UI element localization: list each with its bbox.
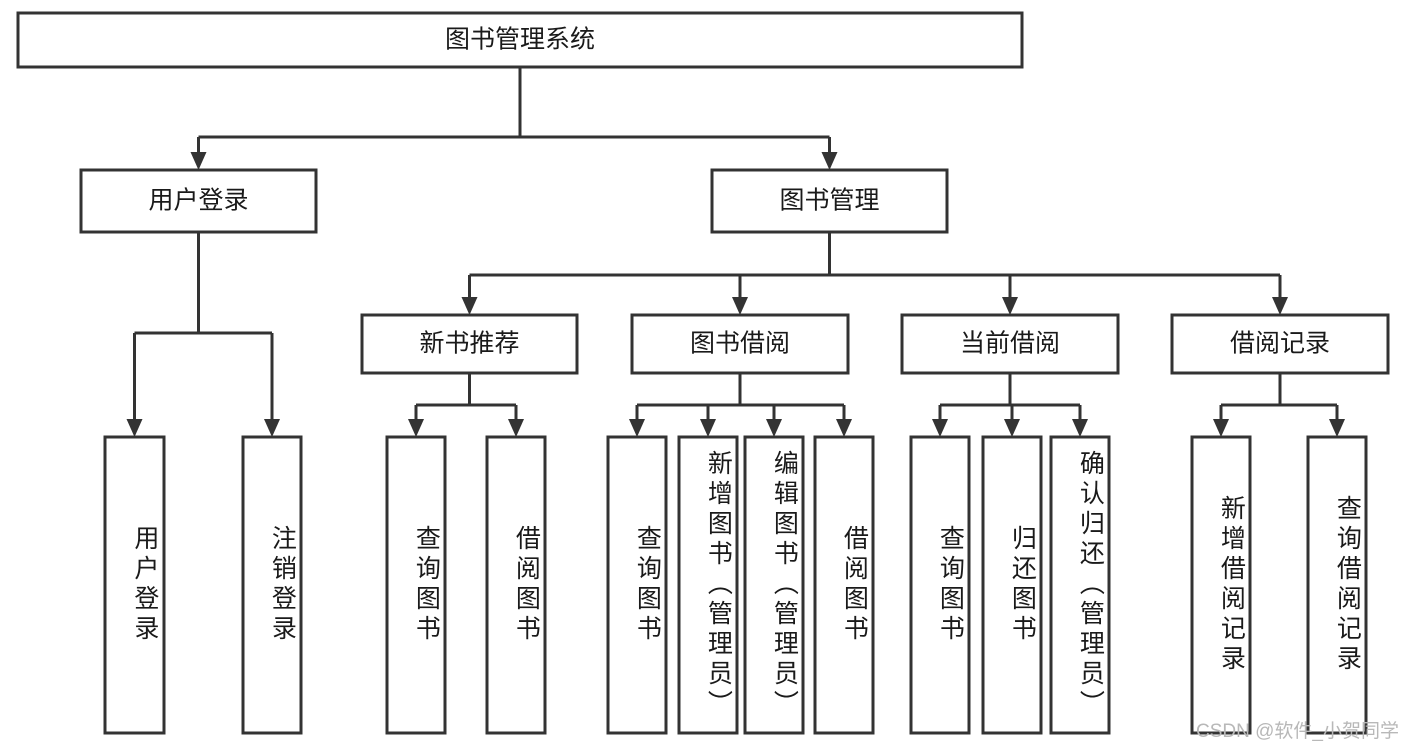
node-leaf-confirm-return-admin[interactable]: 确认归还（管理员） bbox=[1049, 435, 1111, 735]
arrow-head-icon bbox=[732, 297, 748, 315]
node-box-leaf-edit-book-admin[interactable] bbox=[743, 435, 805, 735]
node-book-borrow[interactable]: 图书借阅 bbox=[630, 313, 850, 375]
arrow-head-icon bbox=[190, 152, 207, 170]
node-leaf-add-borrow-record[interactable]: 新增借阅记录 bbox=[1190, 435, 1252, 735]
node-current-borrow[interactable]: 当前借阅 bbox=[900, 313, 1120, 375]
node-borrow-record[interactable]: 借阅记录 bbox=[1170, 313, 1390, 375]
node-leaf-logout-login[interactable]: 注销登录 bbox=[241, 435, 303, 735]
arrow-head-icon bbox=[1213, 419, 1229, 437]
node-label-leaf-logout-login: 注销登录 bbox=[268, 525, 297, 645]
node-layer: 图书管理系统用户登录图书管理新书推荐图书借阅当前借阅借阅记录用户登录注销登录查询… bbox=[16, 11, 1390, 735]
node-label-leaf-add-borrow-record: 新增借阅记录 bbox=[1217, 495, 1246, 675]
arrow-head-icon bbox=[1329, 419, 1345, 437]
node-box-leaf-add-book-admin[interactable] bbox=[677, 435, 739, 735]
node-leaf-borrow-book-1[interactable]: 借阅图书 bbox=[485, 435, 547, 735]
connector-group-user-login bbox=[126, 232, 280, 437]
node-leaf-query-book-3[interactable]: 查询图书 bbox=[909, 435, 971, 735]
node-label-new-book-recommend: 新书推荐 bbox=[419, 330, 519, 358]
node-label-leaf-add-book-admin: 新增图书（管理员） bbox=[704, 450, 733, 720]
node-leaf-return-book[interactable]: 归还图书 bbox=[981, 435, 1043, 735]
node-box-leaf-confirm-return-admin[interactable] bbox=[1049, 435, 1111, 735]
node-label-book-manage: 图书管理 bbox=[779, 187, 879, 215]
node-box-leaf-query-book-3[interactable] bbox=[909, 435, 971, 735]
node-box-leaf-query-borrow-record[interactable] bbox=[1306, 435, 1368, 735]
connector-group-book-manage bbox=[461, 232, 1288, 315]
connector-group-root bbox=[190, 67, 838, 170]
connector-layer bbox=[126, 67, 1345, 437]
node-box-leaf-logout-login[interactable] bbox=[241, 435, 303, 735]
node-new-book-recommend[interactable]: 新书推荐 bbox=[360, 313, 579, 375]
node-book-manage[interactable]: 图书管理 bbox=[710, 168, 949, 234]
node-leaf-user-login[interactable]: 用户登录 bbox=[103, 435, 166, 735]
arrow-head-icon bbox=[821, 152, 838, 170]
connector-group-current-borrow bbox=[932, 373, 1088, 437]
node-label-current-borrow: 当前借阅 bbox=[960, 330, 1060, 358]
node-box-borrow-record[interactable] bbox=[1170, 313, 1390, 375]
node-label-borrow-record: 借阅记录 bbox=[1230, 330, 1330, 358]
node-label-leaf-borrow-book-2: 借阅图书 bbox=[840, 525, 869, 645]
node-label-leaf-return-book: 归还图书 bbox=[1008, 525, 1037, 645]
node-box-leaf-user-login[interactable] bbox=[103, 435, 166, 735]
connector-group-borrow-record bbox=[1213, 373, 1345, 437]
node-box-book-manage[interactable] bbox=[710, 168, 949, 234]
node-box-new-book-recommend[interactable] bbox=[360, 313, 579, 375]
arrow-head-icon bbox=[766, 419, 782, 437]
node-leaf-query-book-2[interactable]: 查询图书 bbox=[606, 435, 668, 735]
arrow-head-icon bbox=[1002, 297, 1018, 315]
node-label-leaf-query-book-2: 查询图书 bbox=[633, 525, 662, 645]
arrow-head-icon bbox=[836, 419, 852, 437]
arrow-head-icon bbox=[629, 419, 645, 437]
node-label-leaf-query-book-3: 查询图书 bbox=[936, 525, 965, 645]
node-leaf-query-book-1[interactable]: 查询图书 bbox=[385, 435, 447, 735]
node-box-root[interactable] bbox=[16, 11, 1024, 69]
arrow-head-icon bbox=[126, 419, 143, 437]
arrow-head-icon bbox=[1004, 419, 1020, 437]
node-user-login[interactable]: 用户登录 bbox=[79, 168, 318, 234]
node-label-leaf-query-book-1: 查询图书 bbox=[412, 525, 441, 645]
node-box-book-borrow[interactable] bbox=[630, 313, 850, 375]
arrow-head-icon bbox=[461, 297, 478, 315]
node-label-root: 图书管理系统 bbox=[445, 26, 595, 54]
node-box-current-borrow[interactable] bbox=[900, 313, 1120, 375]
node-box-leaf-query-book-2[interactable] bbox=[606, 435, 668, 735]
node-label-leaf-edit-book-admin: 编辑图书（管理员） bbox=[770, 450, 799, 720]
node-label-leaf-confirm-return-admin: 确认归还（管理员） bbox=[1076, 450, 1105, 720]
node-box-leaf-add-borrow-record[interactable] bbox=[1190, 435, 1252, 735]
arrow-head-icon bbox=[700, 419, 716, 437]
connector-group-book-borrow bbox=[629, 373, 852, 437]
node-root[interactable]: 图书管理系统 bbox=[16, 11, 1024, 69]
arrow-head-icon bbox=[932, 419, 948, 437]
node-box-user-login[interactable] bbox=[79, 168, 318, 234]
node-leaf-borrow-book-2[interactable]: 借阅图书 bbox=[813, 435, 875, 735]
node-leaf-edit-book-admin[interactable]: 编辑图书（管理员） bbox=[743, 435, 805, 735]
arrow-head-icon bbox=[408, 419, 424, 437]
connector-group-new-book-recommend bbox=[408, 373, 524, 437]
node-box-leaf-query-book-1[interactable] bbox=[385, 435, 447, 735]
node-leaf-query-borrow-record[interactable]: 查询借阅记录 bbox=[1306, 435, 1368, 735]
node-box-leaf-borrow-book-2[interactable] bbox=[813, 435, 875, 735]
node-leaf-add-book-admin[interactable]: 新增图书（管理员） bbox=[677, 435, 739, 735]
node-label-leaf-borrow-book-1: 借阅图书 bbox=[512, 525, 541, 645]
node-label-leaf-user-login: 用户登录 bbox=[131, 525, 160, 645]
node-label-leaf-query-borrow-record: 查询借阅记录 bbox=[1333, 495, 1362, 675]
arrow-head-icon bbox=[1072, 419, 1088, 437]
arrow-head-icon bbox=[1272, 297, 1288, 315]
arrow-head-icon bbox=[264, 419, 280, 437]
node-label-book-borrow: 图书借阅 bbox=[690, 330, 790, 358]
arrow-head-icon bbox=[508, 419, 524, 437]
node-box-leaf-borrow-book-1[interactable] bbox=[485, 435, 547, 735]
node-box-leaf-return-book[interactable] bbox=[981, 435, 1043, 735]
node-label-user-login: 用户登录 bbox=[148, 187, 248, 215]
